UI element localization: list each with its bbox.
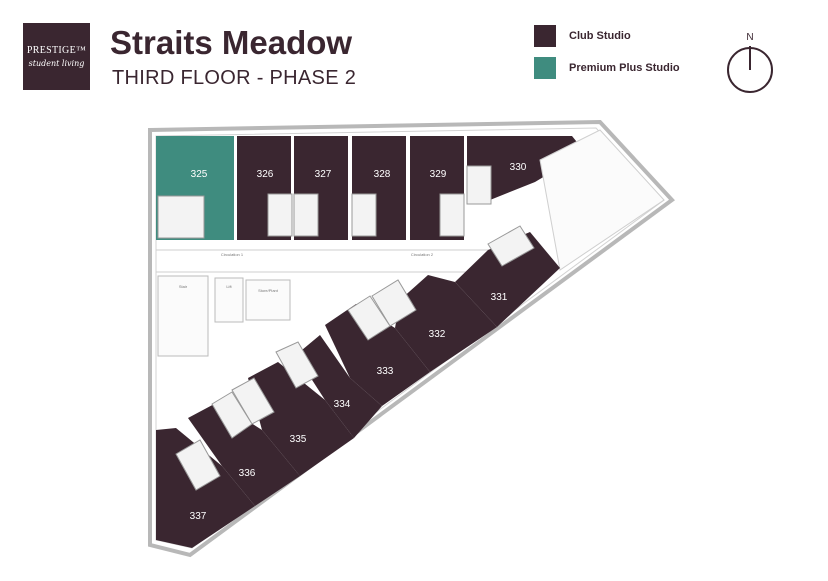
bath-334: [275, 341, 319, 389]
unit-label-335: 335: [290, 434, 307, 445]
unit-label-333: 333: [377, 366, 394, 377]
unit-331-shape: [455, 232, 560, 327]
unit-label-331: 331: [491, 292, 508, 303]
legend-swatch-club: [534, 25, 556, 47]
brand-logo: PRESTIGE™ student living: [23, 23, 90, 90]
unit-336-shape: [188, 402, 300, 506]
unit-label-326: 326: [257, 169, 274, 180]
page-title: Straits Meadow: [110, 24, 353, 61]
logo-brand-text: PRESTIGE™: [26, 45, 87, 56]
unit-335-shape: [248, 362, 354, 476]
unit-label-337: 337: [190, 511, 207, 522]
bath-328: [351, 193, 377, 237]
bath-329: [439, 193, 465, 237]
stair-label: Stair: [179, 284, 188, 289]
unit-332-shape: [395, 275, 497, 372]
circulation-1-label: Circulation 1: [221, 252, 244, 257]
legend-label-premium: Premium Plus Studio: [569, 62, 680, 74]
circulation-2-label: Circulation 2: [411, 252, 434, 257]
floor-subtitle: THIRD FLOOR - PHASE 2: [112, 67, 357, 89]
unit-label-328: 328: [374, 169, 391, 180]
lift-core: [214, 277, 244, 323]
bath-333: [347, 295, 391, 341]
bath-326: [267, 193, 293, 237]
legend-label-club: Club Studio: [569, 30, 631, 42]
stair-core: [157, 275, 209, 357]
unit-325-bath: [157, 195, 205, 239]
unit-333-shape: [325, 304, 430, 406]
legend-swatch-premium: [534, 57, 556, 79]
unit-label-332: 332: [429, 329, 446, 340]
unit-label-327: 327: [315, 169, 332, 180]
unit-334-shape: [296, 335, 382, 438]
unit-label-330: 330: [510, 162, 527, 173]
compass-north-label: N: [746, 32, 754, 43]
store-plant: [245, 279, 291, 321]
bath-330: [466, 165, 492, 205]
unit-label-329: 329: [430, 169, 447, 180]
store-label: Store/Plant: [258, 288, 279, 293]
logo-tagline: student living: [28, 59, 85, 68]
bath-332: [371, 279, 417, 327]
north-compass-icon: N: [724, 32, 776, 94]
unit-label-336: 336: [239, 468, 256, 479]
bath-331: [487, 225, 535, 267]
bath-336: [211, 391, 253, 439]
bath-327: [293, 193, 319, 237]
unit-label-334: 334: [334, 399, 351, 410]
lift-label: Lift: [226, 284, 232, 289]
unit-label-325: 325: [191, 169, 208, 180]
communal-area: [539, 129, 665, 271]
bath-337: [175, 439, 221, 491]
